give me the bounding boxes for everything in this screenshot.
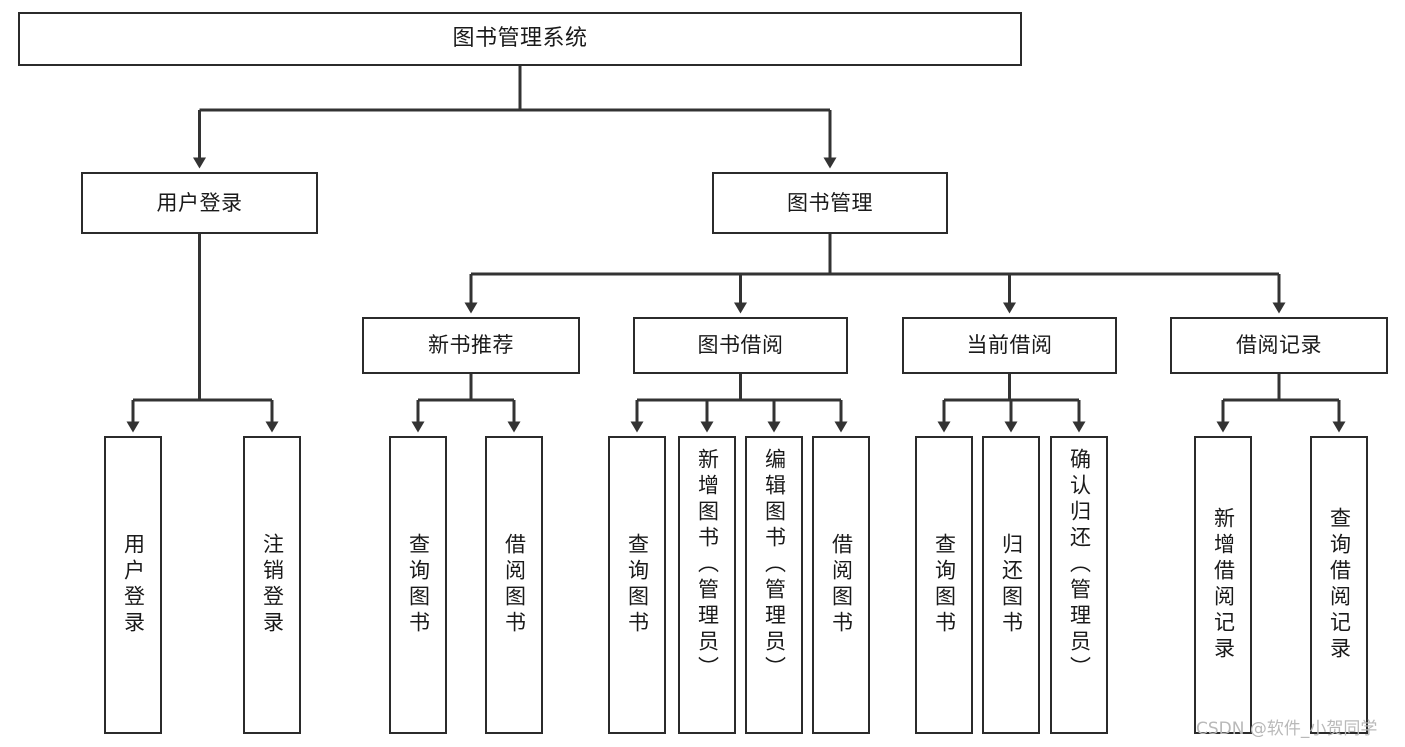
node-label: 查询借阅记录 xyxy=(1327,507,1352,663)
edge-bus-user-login xyxy=(133,234,272,402)
node-label: 当前借阅 xyxy=(966,333,1053,358)
node-leaf-user-logout[interactable]: 注销登录 xyxy=(243,436,301,734)
node-borrow-record[interactable]: 借阅记录 xyxy=(1170,317,1388,374)
edge-bus-book-management xyxy=(471,234,1279,276)
node-label: 查询图书 xyxy=(625,533,650,637)
node-label: 归还图书 xyxy=(999,533,1024,637)
node-leaf-borrow-book-2[interactable]: 借阅图书 xyxy=(812,436,870,734)
edge-bus-current-borrow xyxy=(944,374,1079,402)
node-leaf-add-book-admin[interactable]: 新增图书（管理员） xyxy=(678,436,736,734)
node-leaf-return-book[interactable]: 归还图书 xyxy=(982,436,1040,734)
node-label: 注销登录 xyxy=(260,533,285,637)
node-leaf-confirm-return-admin[interactable]: 确认归还（管理员） xyxy=(1050,436,1108,734)
node-label: 新增借阅记录 xyxy=(1211,507,1236,663)
node-leaf-query-book-2[interactable]: 查询图书 xyxy=(608,436,666,734)
node-leaf-query-borrow-record[interactable]: 查询借阅记录 xyxy=(1310,436,1368,734)
node-leaf-borrow-book-1[interactable]: 借阅图书 xyxy=(485,436,543,734)
node-label: 编辑图书（管理员） xyxy=(762,448,787,682)
node-leaf-user-login[interactable]: 用户登录 xyxy=(104,436,162,734)
node-user-login[interactable]: 用户登录 xyxy=(81,172,318,234)
edge-bus-root xyxy=(199,66,830,112)
node-label: 图书借阅 xyxy=(697,333,784,358)
node-root[interactable]: 图书管理系统 xyxy=(18,12,1022,66)
node-leaf-add-borrow-record[interactable]: 新增借阅记录 xyxy=(1194,436,1252,734)
csdn-watermark: CSDN @软件_小贺同学 xyxy=(1196,719,1378,739)
node-new-book-recommend[interactable]: 新书推荐 xyxy=(362,317,580,374)
node-label: 新书推荐 xyxy=(428,333,514,358)
node-label: 查询图书 xyxy=(406,533,431,637)
node-label: 查询图书 xyxy=(932,533,957,637)
edge-bus-new-book-recommend xyxy=(418,374,514,402)
node-label: 新增图书（管理员） xyxy=(695,448,720,682)
node-label: 确认归还（管理员） xyxy=(1067,448,1092,682)
node-label: 图书管理系统 xyxy=(452,26,588,52)
node-book-management[interactable]: 图书管理 xyxy=(712,172,948,234)
node-label: 图书管理 xyxy=(787,190,873,215)
node-current-borrow[interactable]: 当前借阅 xyxy=(902,317,1117,374)
node-leaf-query-book-3[interactable]: 查询图书 xyxy=(915,436,973,734)
edge-bus-borrow-record xyxy=(1223,374,1339,402)
node-label: 用户登录 xyxy=(156,190,243,215)
node-book-borrow[interactable]: 图书借阅 xyxy=(633,317,848,374)
edge-bus-book-borrow xyxy=(637,374,841,402)
node-leaf-edit-book-admin[interactable]: 编辑图书（管理员） xyxy=(745,436,803,734)
node-leaf-query-book-1[interactable]: 查询图书 xyxy=(389,436,447,734)
node-label: 借阅记录 xyxy=(1236,333,1322,358)
node-label: 用户登录 xyxy=(121,533,146,637)
node-label: 借阅图书 xyxy=(829,533,854,637)
node-label: 借阅图书 xyxy=(502,533,527,637)
